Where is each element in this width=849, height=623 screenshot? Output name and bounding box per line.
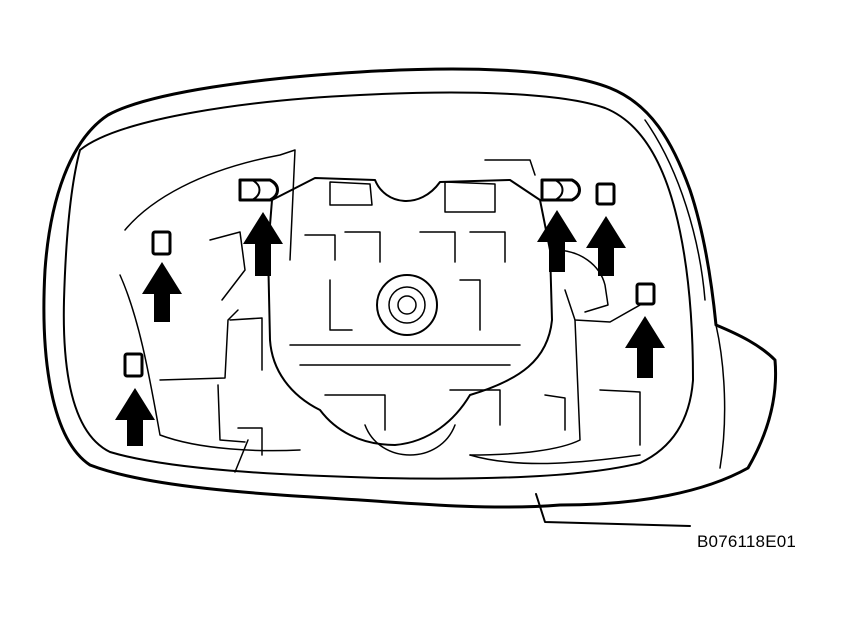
clip-icon	[595, 182, 616, 206]
up-arrow-icon	[243, 212, 283, 276]
up-arrow-icon	[586, 216, 626, 276]
clip-icon	[540, 178, 581, 202]
clip-icon	[151, 230, 172, 256]
up-arrow-icon	[115, 388, 155, 446]
mirror-housing	[42, 67, 778, 527]
clip-icon	[123, 352, 144, 378]
up-arrow-icon	[142, 262, 182, 322]
figure-reference-code: B076118E01	[697, 532, 797, 551]
motor-unit	[267, 177, 553, 456]
inner-panel	[119, 149, 641, 473]
up-arrow-icon	[537, 210, 577, 272]
up-arrow-icon	[625, 316, 665, 378]
clip-icon	[238, 178, 279, 202]
clip-icon	[635, 282, 656, 306]
